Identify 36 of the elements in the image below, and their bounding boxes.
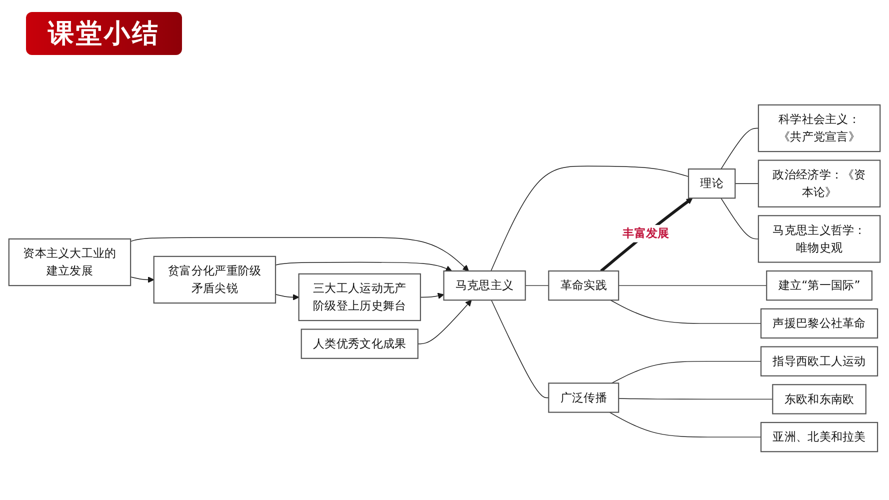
connector <box>611 360 762 384</box>
connector <box>734 182 759 184</box>
node-box: 政治经济学：《资本论》 <box>758 159 881 208</box>
node-box: 资本主义大工业的建立发展 <box>8 238 132 286</box>
connector <box>618 284 767 286</box>
connector <box>525 284 550 286</box>
title-banner: 课堂小结 <box>26 12 182 55</box>
node-box: 广泛传播 <box>548 382 620 413</box>
arrow <box>418 300 472 344</box>
node-box: 人类优秀文化成果 <box>300 328 418 359</box>
node-box: 贫富分化严重阶级矛盾尖锐 <box>153 256 276 304</box>
connector <box>720 198 759 240</box>
edge-label: 丰富发展 <box>622 226 670 240</box>
connector <box>720 128 759 170</box>
node-box: 三大工人运动无产阶级登上历史舞台 <box>298 273 422 321</box>
arrow <box>275 294 300 300</box>
node-box: 科学社会主义：《共产党宣言》 <box>758 104 881 152</box>
node-box: 革命实践 <box>548 270 620 300</box>
node-box: 建立“第一国际” <box>766 270 872 300</box>
node-box: 指导西欧工人运动 <box>760 346 878 376</box>
node-box: 声援巴黎公社革命 <box>760 308 878 338</box>
node-box: 亚洲、北美和拉美 <box>760 422 878 452</box>
node-box: 马克思主义哲学：唯物史观 <box>758 214 881 263</box>
connector <box>610 299 762 324</box>
node-box: 马克思主义 <box>443 270 526 300</box>
arrow <box>600 198 693 272</box>
node-box: 东欧和东南欧 <box>772 384 866 414</box>
connector <box>491 299 550 398</box>
connector <box>490 165 689 272</box>
arrow <box>275 262 452 272</box>
connector <box>618 398 773 400</box>
connector <box>609 412 762 438</box>
arrow <box>130 276 154 283</box>
arrow <box>420 292 444 299</box>
node-box: 理论 <box>688 168 736 198</box>
arrow <box>130 236 469 271</box>
